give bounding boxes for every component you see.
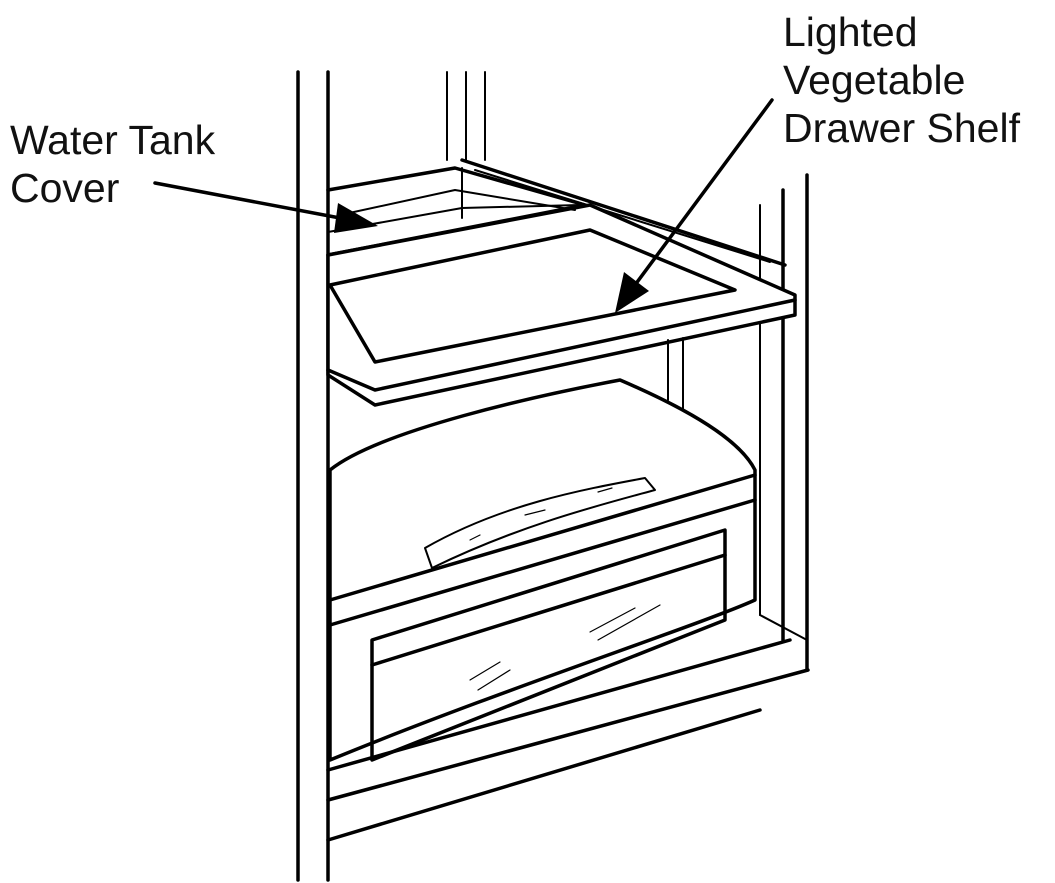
right-cabinet-wall: [760, 175, 807, 670]
vegetable-drawer-shelf: [328, 205, 795, 410]
vegetable-shelf-label-line3: Drawer Shelf: [783, 105, 1020, 151]
vegetable-drawer-shelf-label: Lighted Vegetable Drawer Shelf: [783, 8, 1020, 152]
water-tank-cover-label: Water Tank Cover: [10, 116, 215, 212]
water-tank-cover-label-line2: Cover: [10, 165, 119, 211]
water-tank-cover-label-line1: Water Tank: [10, 117, 215, 163]
vegetable-shelf-label-line2: Vegetable: [783, 57, 965, 103]
vegetable-shelf-label-line1: Lighted: [783, 9, 918, 55]
